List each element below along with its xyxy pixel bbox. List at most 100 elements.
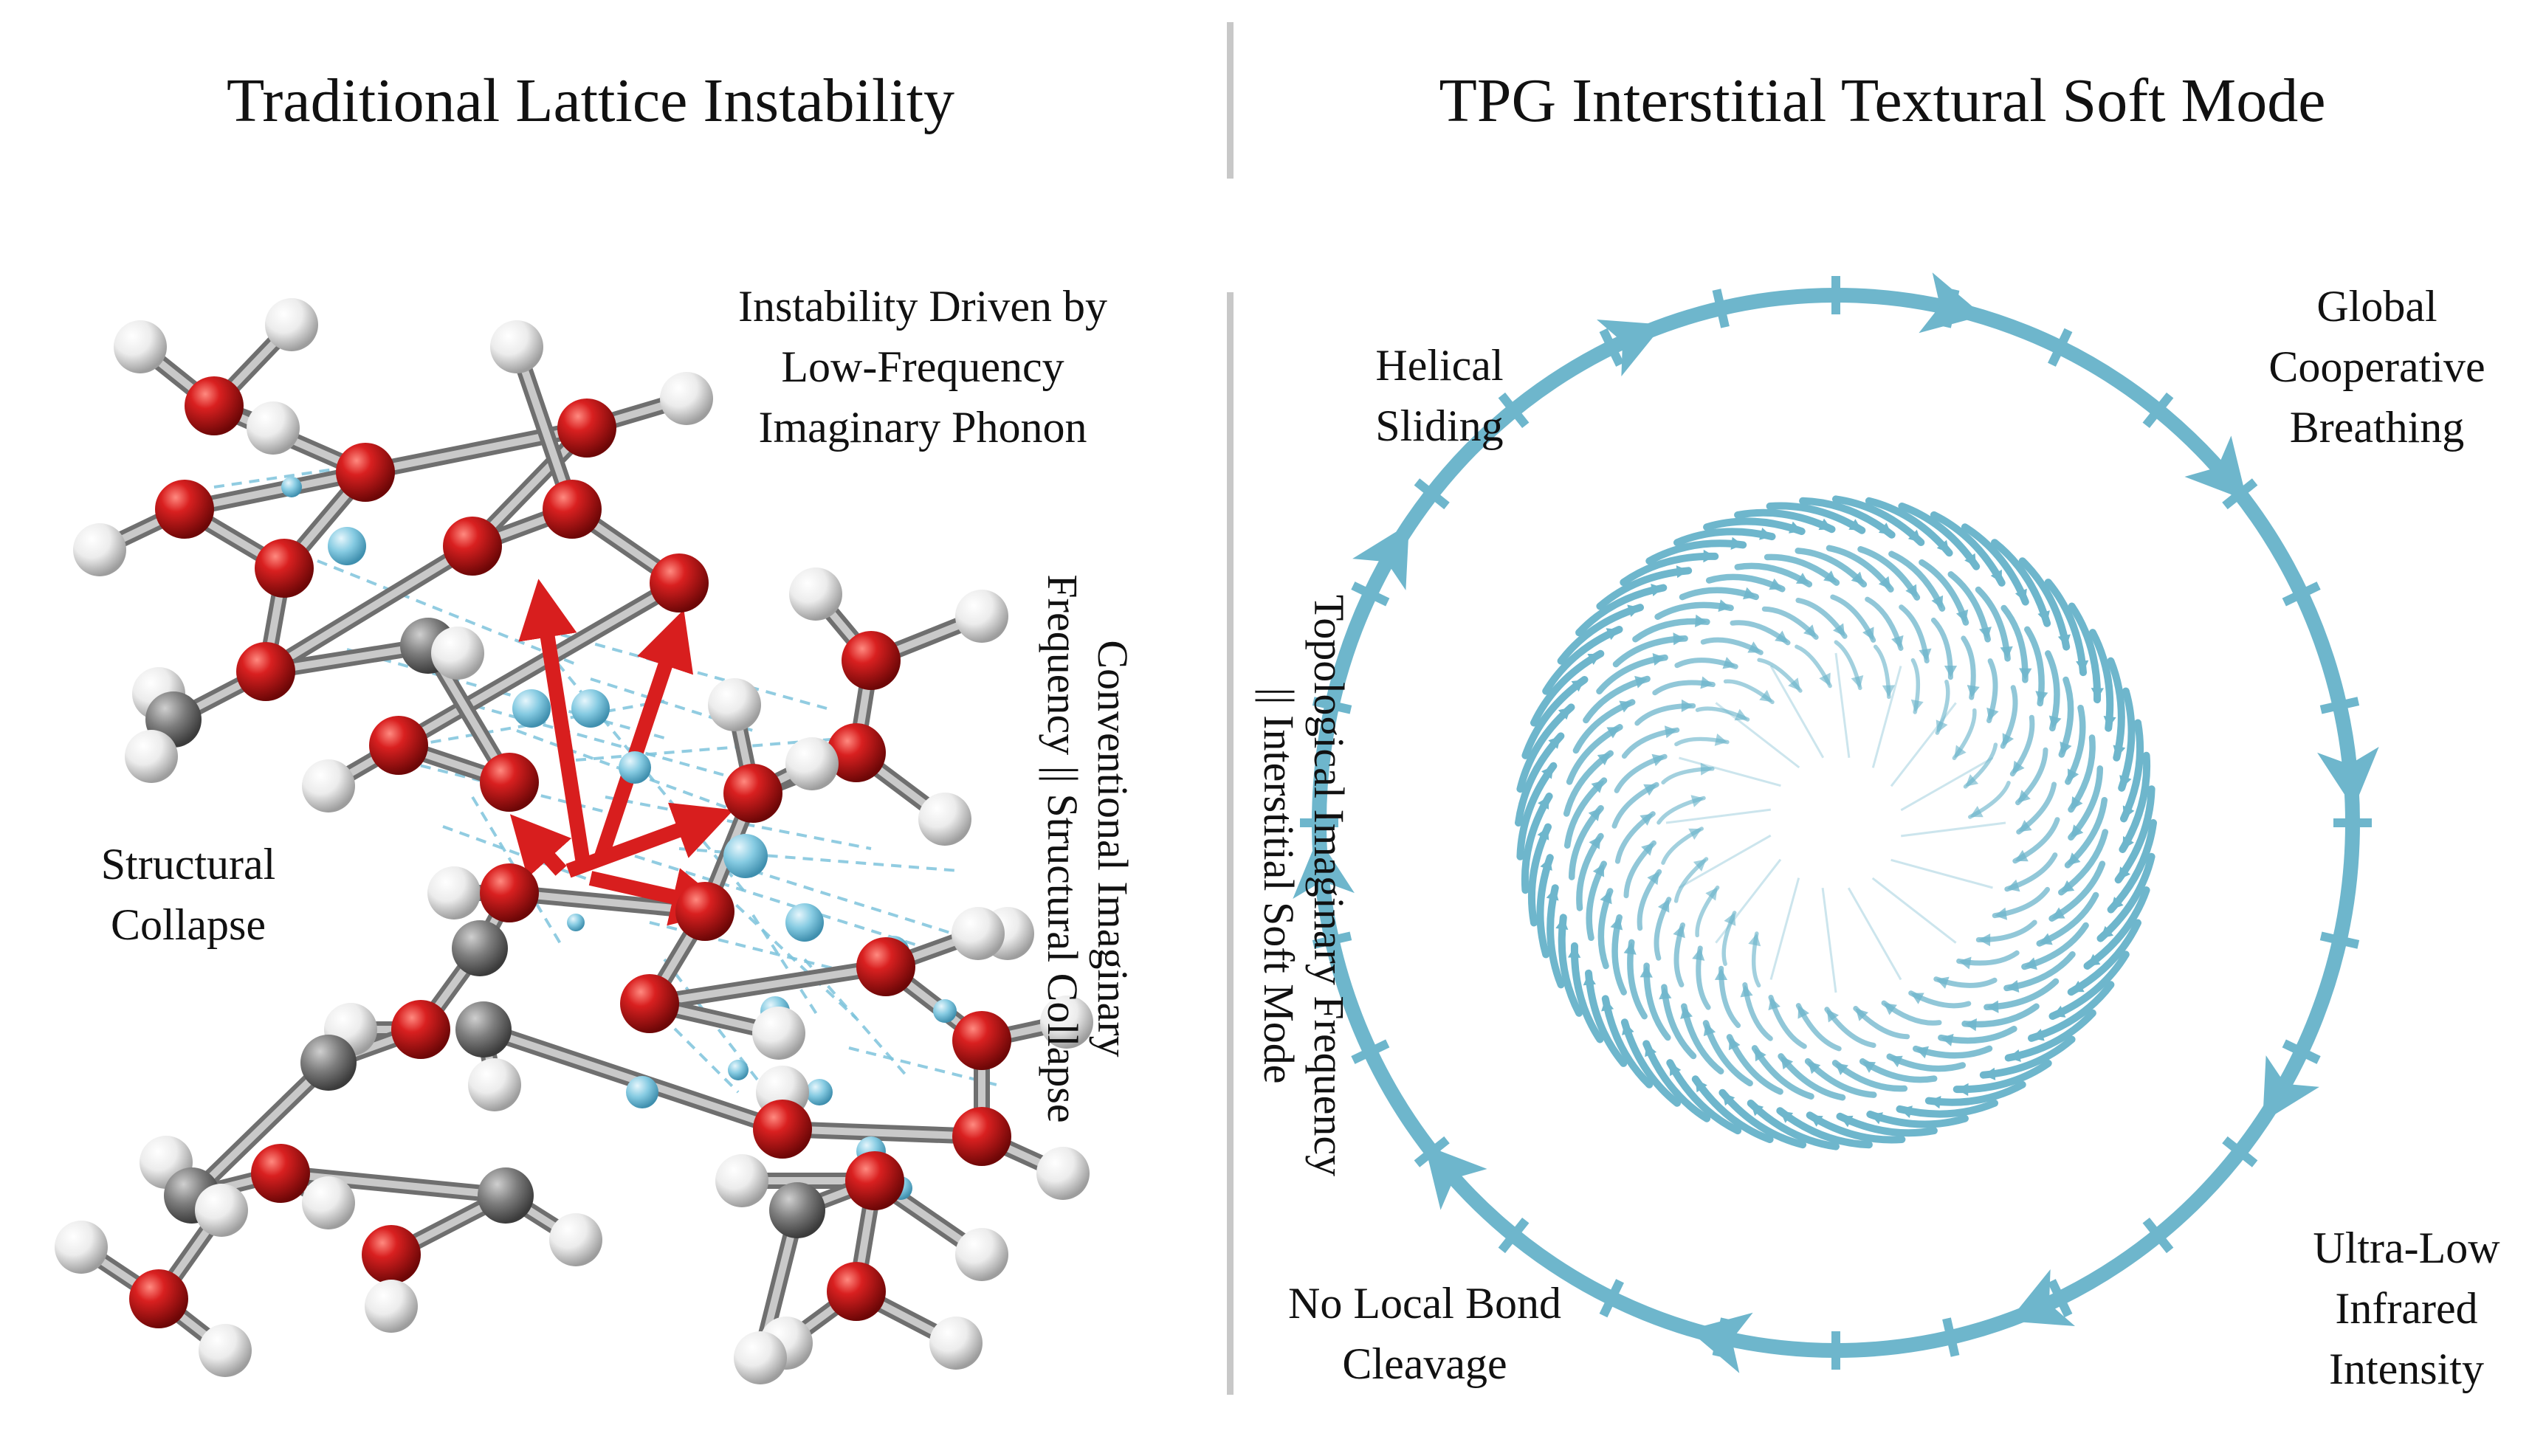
oxygen-atom [675,882,734,941]
swirl-arrow-head [1944,666,1958,677]
hydrogen-atom [734,1331,787,1384]
swirl-arrow-head [2012,760,2025,774]
swirl-arrow-head [1797,1005,1809,1019]
interstitial-atom [328,527,366,565]
swirl-arrow-head [1718,599,1731,613]
radial-flow-line [1665,808,1771,824]
swirl-arrow-head [2006,879,2020,892]
swirl-arrow-head [2019,668,2032,680]
interstitial-atom [723,834,768,878]
bond-highlight [779,1125,985,1140]
swirl-arrow-head [1878,522,1892,535]
oxygen-atom [827,723,886,782]
interstitial-atom [933,999,957,1023]
hydrogen-bond [678,847,960,872]
swirl-arrow-head [1673,632,1685,646]
swirl-arrow-head [1899,1105,1913,1118]
radial-flow-line [1847,887,1902,981]
swirl-arrow [2088,629,2114,732]
swirl-arrow-head [2110,897,2124,910]
swirl-arrow-head [1788,677,1800,691]
ring-arrow-head [1919,272,1984,334]
swirl-arrow-head [2067,768,2079,782]
oxygen-atom [856,937,915,996]
swirl-arrow-head [2039,933,2053,945]
vertical-label-conventional: Conventional Imaginary Frequency || Stru… [1037,574,1138,1122]
swirl-arrow-head [2068,852,2081,866]
swirl-arrow-head [1664,725,1677,739]
swirl-arrow-head [2024,957,2037,970]
radial-flow-line [1834,652,1851,758]
label-instability: Instability Driven by Low-Frequency Imag… [679,276,1166,458]
swirl-arrow-head [2060,741,2072,755]
label-ultra-low-ir: Ultra-Low Infrared Intensity [2281,1218,2532,1399]
swirl-arrow-head [2076,660,2089,673]
swirl-arrow-head [1907,529,1921,542]
vertical-label-conventional-line2: Frequency || Structural Collapse [1039,574,1087,1123]
carbon-atom [455,1001,512,1058]
swirl-arrow-head [1919,648,1932,661]
swirl-arrow-head [1681,699,1693,712]
swirl-arrow-head [1728,1037,1741,1051]
radial-flow-line [1679,756,1781,787]
divider-top [1227,22,1234,179]
swirl-arrow-head [1568,945,1581,958]
hydrogen-bond [752,869,1012,953]
swirl-arrow-head [2018,820,2032,832]
swirl-arrow-head [1759,689,1772,703]
hydrogen-atom [365,1280,418,1333]
swirl-arrow-head [2071,796,2083,810]
displacement-arrow [509,814,572,878]
hydrogen-atom [199,1324,252,1377]
carbon-atom [300,1035,357,1091]
swirl-arrow-head [2057,634,2071,647]
displacement-arrow [594,609,694,859]
radial-flow-line [1890,702,1957,787]
divider-main [1227,292,1234,1395]
label-no-bond-cleavage: No Local Bond Cleavage [1255,1273,1594,1394]
interstitial-atom [281,477,302,497]
swirl-arrow-head [1591,780,1604,793]
hydrogen-bond [516,729,739,813]
oxygen-atom [369,716,428,775]
oxygen-atom [391,1000,450,1059]
swirl-arrow [1536,854,1554,959]
oxygen-atom [543,480,602,539]
swirl-arrow-head [2091,688,2104,700]
hydrogen-atom [468,1058,521,1111]
swirl-arrow-head [1597,753,1611,766]
oxygen-atom [443,517,502,576]
hydrogen-atom [55,1221,108,1274]
swirl-arrow-head [1965,774,1979,787]
swirl-arrow-head [1538,796,1549,810]
vertical-label-topological-line1: Topological Imaginary Frequency [1305,594,1353,1177]
carbon-atom [478,1167,534,1224]
swirl-arrow-head [1606,727,1620,739]
swirl-arrow-head [2048,715,2062,728]
swirl-arrow-head [1571,680,1585,692]
swirl-arrow-head [1979,627,1992,640]
ring-tick [1351,1039,1390,1064]
ring-tick [1599,328,1624,367]
swirl-arrow-head [1657,899,1670,913]
swirl-arrow-head [1627,604,1640,617]
hydrogen-atom [1040,996,1093,1049]
swirl-arrow-head [2015,588,2027,602]
hydrogen-atom [708,678,761,731]
swirl-arrow-head [2103,716,2116,728]
swirl-arrow-head [1823,570,1837,583]
hydrogen-atom [247,401,300,455]
ring-tick [1312,697,1352,714]
swirl-arrow-head [1640,813,1654,826]
label-global-line3: Breathing [2289,403,2465,452]
bond-highlight [262,542,476,675]
swirl-arrow-head [2002,733,2015,747]
interstitial-atom [728,1060,749,1080]
swirl-arrow-head [1619,700,1633,713]
radial-flow-line [1901,821,2006,838]
ring-tick [2048,1279,2073,1318]
swirl-arrow [1558,914,1583,1017]
swirl-arrow [1585,969,1628,1067]
swirl-arrow-head [1700,762,1713,776]
